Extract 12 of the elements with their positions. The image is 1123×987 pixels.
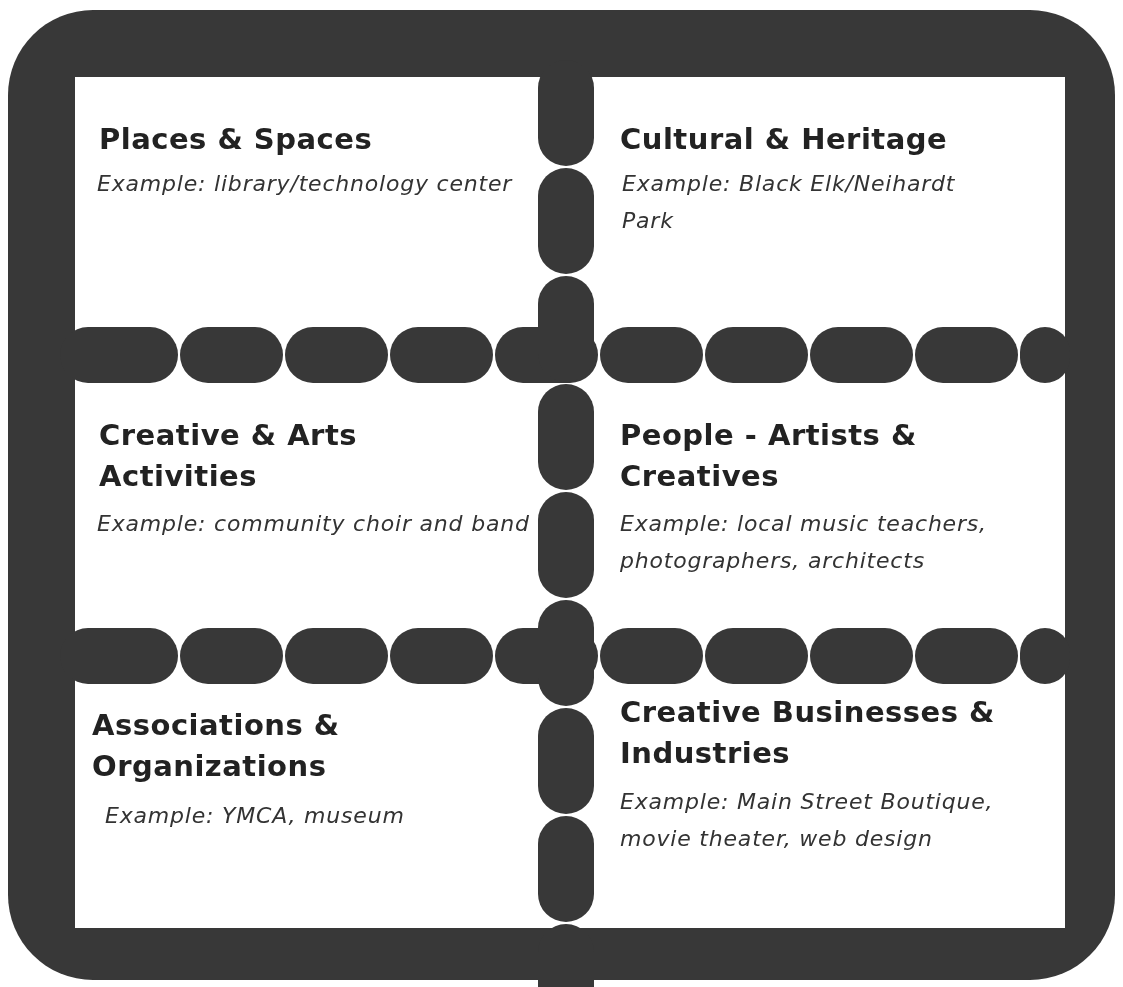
example-text: Example: Black Elk/Neihardt Park <box>622 170 957 235</box>
example-text: Example: Main Street Boutique, movie theater, web design <box>620 788 995 853</box>
category-heading: People - Artists & Creatives <box>620 417 918 495</box>
example-text: Example: YMCA, museum <box>105 802 406 830</box>
category-heading: Creative Businesses & Industries <box>620 694 996 772</box>
category-heading: Creative & Arts Activities <box>99 417 359 495</box>
example-text: Example: library/technology center <box>97 170 514 198</box>
category-heading: Places & Spaces <box>99 121 374 158</box>
category-heading: Associations & Organizations <box>92 707 341 785</box>
example-text: Example: local music teachers, photographers, architects <box>620 510 988 575</box>
category-heading: Cultural & Heritage <box>620 121 949 158</box>
example-text: Example: community choir and band <box>97 510 531 538</box>
